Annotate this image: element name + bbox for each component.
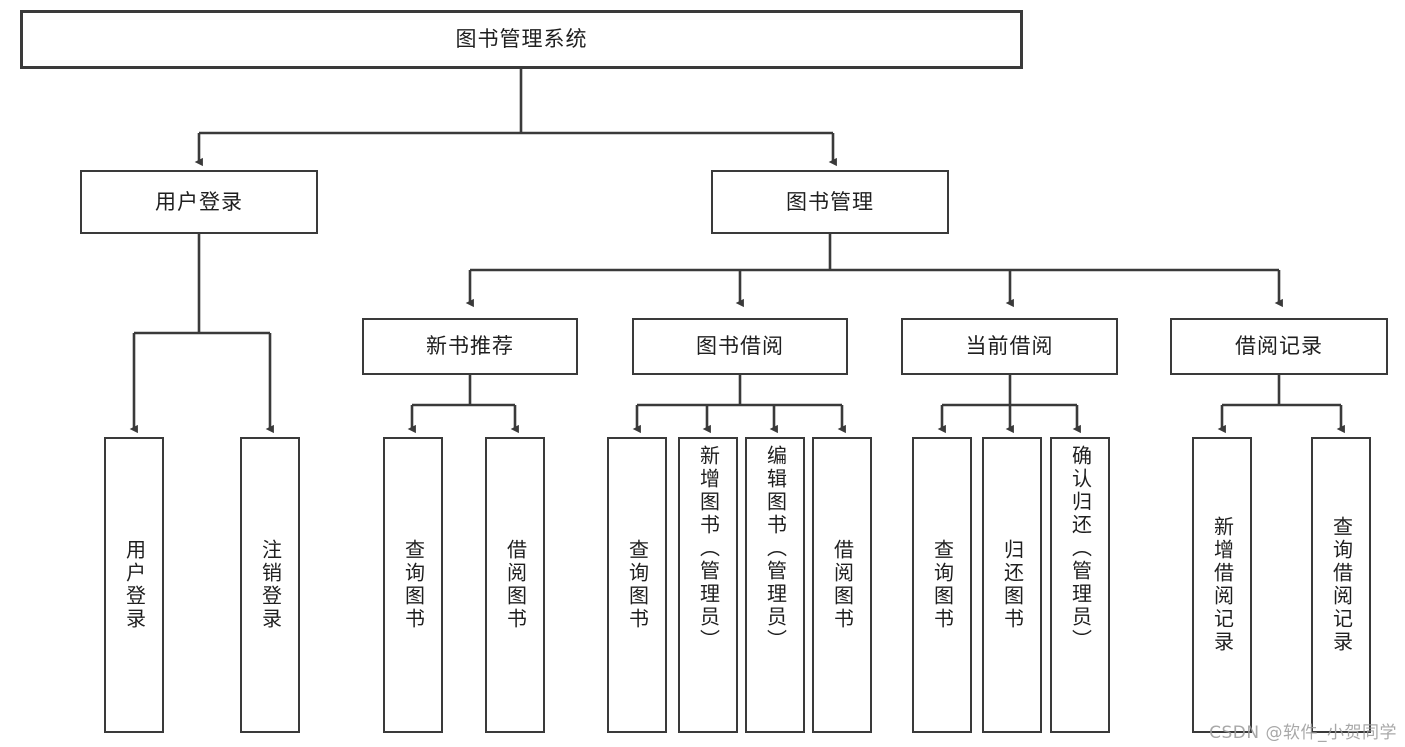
leaf-borrow-edit-book-admin[interactable]: 编辑图书（管理员） — [745, 437, 805, 733]
leaf-current-query-book[interactable]: 查询图书 — [912, 437, 972, 733]
node-label: 图书借阅 — [696, 334, 784, 359]
node-label: 确认归还（管理员） — [1068, 445, 1093, 652]
leaf-user-login-logout[interactable]: 注销登录 — [240, 437, 300, 733]
csdn-watermark: CSDN @软件_小贺同学 — [1209, 723, 1397, 743]
node-label: 当前借阅 — [965, 334, 1054, 359]
node-label: 新增图书（管理员） — [696, 445, 721, 652]
node-label: 查询借阅记录 — [1329, 516, 1354, 654]
leaf-borrow-query-book[interactable]: 查询图书 — [607, 437, 667, 733]
node-label: 用户登录 — [155, 189, 243, 214]
node-label: 借阅图书 — [503, 539, 528, 631]
node-current-borrow[interactable]: 当前借阅 — [901, 318, 1118, 375]
node-borrow-record[interactable]: 借阅记录 — [1170, 318, 1388, 375]
node-new-book-recommend[interactable]: 新书推荐 — [362, 318, 578, 375]
node-label: 新书推荐 — [426, 334, 514, 359]
node-label: 归还图书 — [1000, 539, 1025, 631]
node-user-login[interactable]: 用户登录 — [80, 170, 318, 234]
leaf-recommend-borrow-book[interactable]: 借阅图书 — [485, 437, 545, 733]
node-label: 用户登录 — [122, 539, 147, 631]
node-label: 新增借阅记录 — [1210, 516, 1235, 654]
node-label: 图书管理系统 — [455, 27, 588, 52]
leaf-borrow-add-book-admin[interactable]: 新增图书（管理员） — [678, 437, 738, 733]
node-root-book-management-system[interactable]: 图书管理系统 — [20, 10, 1023, 69]
node-label: 借阅记录 — [1235, 334, 1323, 359]
node-label: 查询图书 — [625, 539, 650, 631]
node-label: 借阅图书 — [830, 539, 855, 631]
leaf-user-login-login[interactable]: 用户登录 — [104, 437, 164, 733]
leaf-recommend-query-book[interactable]: 查询图书 — [383, 437, 443, 733]
node-label: 查询图书 — [930, 539, 955, 631]
node-label: 查询图书 — [401, 539, 426, 631]
node-label: 注销登录 — [258, 539, 283, 631]
leaf-record-query-record[interactable]: 查询借阅记录 — [1311, 437, 1371, 733]
node-label: 编辑图书（管理员） — [763, 445, 788, 652]
node-book-borrow[interactable]: 图书借阅 — [632, 318, 848, 375]
leaf-current-confirm-return-admin[interactable]: 确认归还（管理员） — [1050, 437, 1110, 733]
leaf-record-add-record[interactable]: 新增借阅记录 — [1192, 437, 1252, 733]
node-book-management[interactable]: 图书管理 — [711, 170, 949, 234]
leaf-borrow-borrow-book[interactable]: 借阅图书 — [812, 437, 872, 733]
node-label: 图书管理 — [786, 189, 874, 214]
leaf-current-return-book[interactable]: 归还图书 — [982, 437, 1042, 733]
